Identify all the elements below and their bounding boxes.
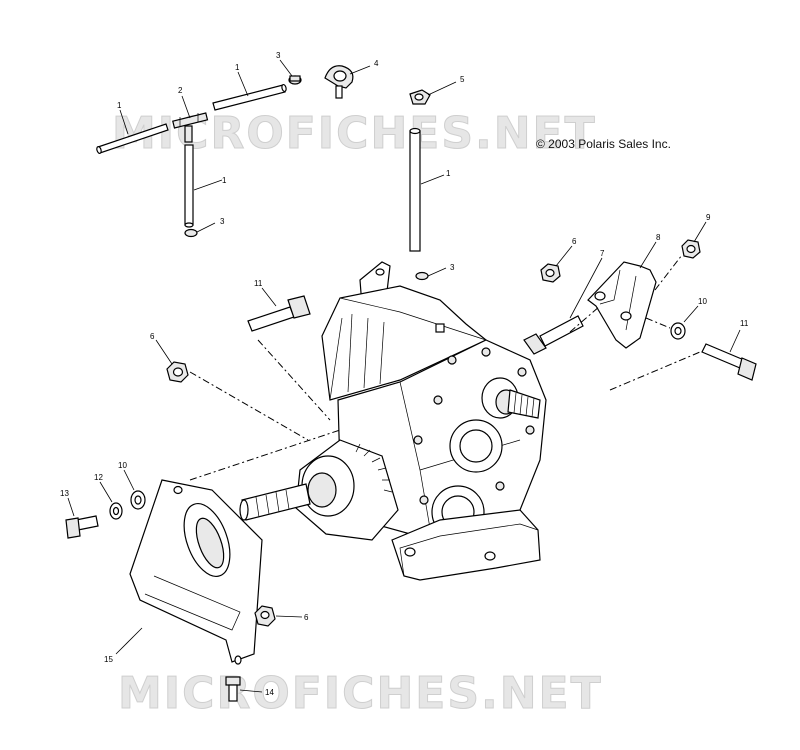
nut-right-top (681, 239, 701, 259)
transmission-assembly (239, 261, 547, 581)
watermark-bottom: MICROFICHES.NET (118, 668, 603, 719)
bolt-left-upper (247, 295, 311, 332)
callout-10-front: 10 (118, 461, 127, 470)
callout-5: 5 (460, 75, 465, 84)
callout-9: 9 (706, 213, 711, 222)
callout-6-front: 6 (304, 613, 309, 622)
callout-10-right: 10 (698, 297, 707, 306)
callout-14: 14 (265, 688, 274, 697)
lock-washer-front (109, 502, 123, 520)
washer-right (670, 322, 686, 340)
bolt-right-long (701, 343, 757, 381)
hose-vertical-left (184, 144, 194, 228)
callout-12: 12 (94, 473, 103, 482)
callout-7: 7 (600, 249, 605, 258)
hose-vertical-right (409, 127, 421, 252)
callout-1-upper-hose: 1 (235, 63, 240, 72)
callout-1-left-hose: 1 (117, 101, 122, 110)
hose-clamp-lower-left (184, 228, 198, 238)
retainer-nut (409, 89, 431, 105)
callout-1-vertical-left: 1 (222, 176, 227, 185)
bolt-front (65, 515, 99, 539)
callout-11-left: 11 (254, 279, 263, 288)
hose-clamp-right (415, 271, 429, 281)
copyright-text: © 2003 Polaris Sales Inc. (536, 137, 671, 151)
callout-1-vertical-right: 1 (446, 169, 451, 178)
callout-3-right: 3 (450, 263, 455, 272)
callout-6-left: 6 (150, 332, 155, 341)
hose-left (96, 123, 169, 154)
flat-washer-front (130, 490, 146, 510)
center-lines (189, 254, 701, 481)
callout-8: 8 (656, 233, 661, 242)
callout-3-lower-left: 3 (220, 217, 225, 226)
nut-front-bracket (254, 605, 276, 627)
bolt-right-short (523, 315, 584, 355)
mount-bracket-front (129, 479, 263, 665)
callout-15: 15 (104, 655, 113, 664)
hose-clamp-top (288, 75, 302, 85)
mount-bracket-right (587, 261, 657, 349)
cable-clamp (324, 65, 354, 99)
callout-2: 2 (178, 86, 183, 95)
callout-4: 4 (374, 59, 379, 68)
bolt-bottom (225, 676, 241, 702)
hose-upper (212, 83, 287, 111)
nut-right-upper (540, 263, 561, 283)
nut-left (166, 361, 189, 383)
leader-lines (67, 59, 741, 693)
callout-13: 13 (60, 489, 69, 498)
callout-6-right: 6 (572, 237, 577, 246)
callout-11-right: 11 (740, 319, 749, 328)
callout-3-top: 3 (276, 51, 281, 60)
callout-numbers: 1 2 3 4 5 1 1 1 3 3 6 7 8 9 10 11 11 6 1… (60, 51, 749, 697)
